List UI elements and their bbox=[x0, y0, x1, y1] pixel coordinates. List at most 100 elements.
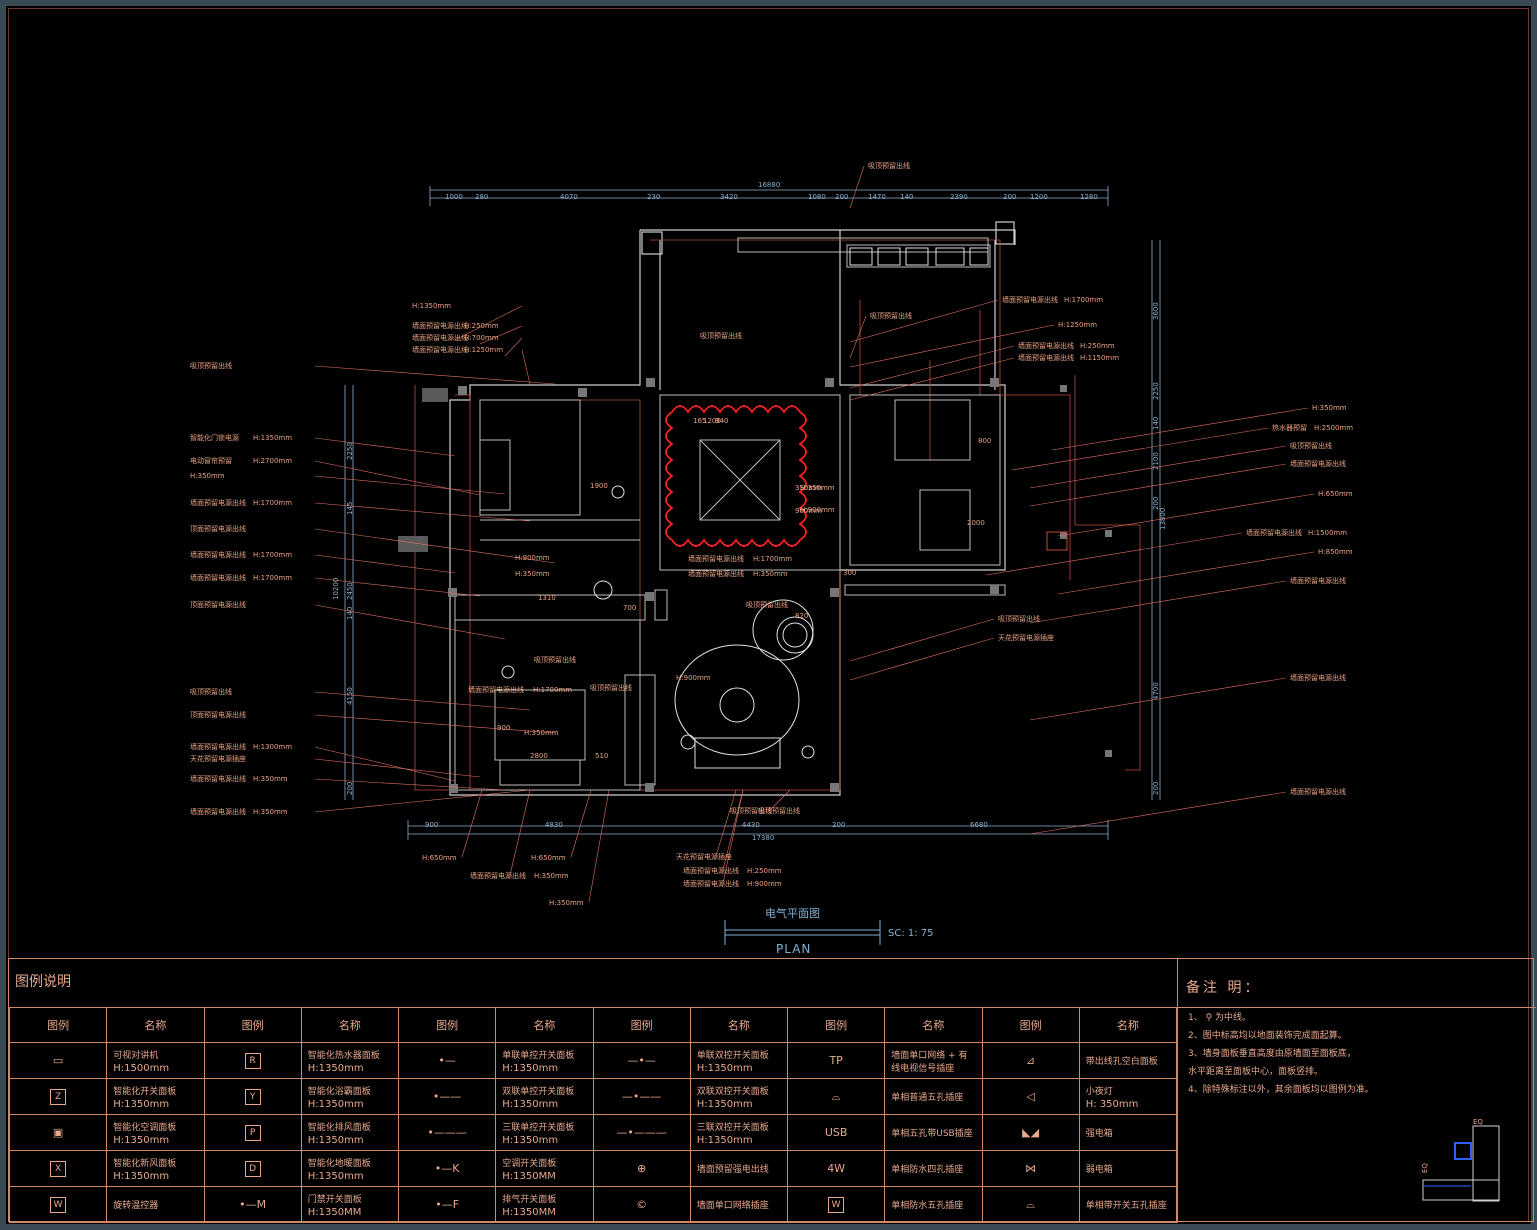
legend-col-symbol: 图例 bbox=[981, 1007, 1080, 1043]
leader-line bbox=[314, 475, 506, 495]
legend-item-name: 小夜灯 bbox=[1085, 1086, 1113, 1097]
legend-item-name: 双联单控开关面板 bbox=[502, 1086, 575, 1097]
interior-dimension: 300 bbox=[843, 569, 856, 577]
legend-name-cell: 单相防水五孔插座 bbox=[884, 1186, 983, 1223]
leader-line bbox=[1011, 427, 1269, 471]
legend-symbol-cell: ⊿ bbox=[981, 1042, 1080, 1079]
marker-label-side: EQ bbox=[1421, 1163, 1429, 1173]
annotation-left-text: 墙面预留电源出线 bbox=[190, 550, 246, 559]
legend-item-name: 智能化空调面板 bbox=[113, 1122, 177, 1133]
annotation-center-height: H:1700mm bbox=[533, 686, 572, 694]
drawing-scale: SC: 1: 75 bbox=[888, 928, 934, 939]
water-heater-panel-icon: R bbox=[244, 1052, 261, 1069]
leader-line bbox=[314, 714, 556, 734]
legend-item-name: 三联双控开关面板 bbox=[696, 1122, 769, 1133]
legend-item-name: 单相防水五孔插座 bbox=[891, 1201, 964, 1211]
annotation-right-text: 墙面预留电源出线 bbox=[1018, 353, 1074, 362]
annotation-left-text: 墙面预留电源出线 bbox=[412, 333, 468, 342]
single-network-outlet-icon: © bbox=[636, 1198, 648, 1211]
legend-symbol-cell: —•—— bbox=[592, 1078, 691, 1115]
single-switch-icon: •— bbox=[438, 1054, 456, 1067]
ac-switch-icon: •—K bbox=[434, 1162, 460, 1175]
annotation-right-height: H:2500mm bbox=[1314, 424, 1353, 432]
annotation-right-text: 热水器预留 bbox=[1272, 423, 1307, 432]
exterior-walls bbox=[449, 221, 1016, 796]
legend-item-name: 弱电箱 bbox=[1085, 1165, 1113, 1175]
annotation-left-height: H:700mm bbox=[464, 334, 499, 342]
leader-line bbox=[722, 789, 744, 871]
note-item: 1、 ⚲ 为中线。 bbox=[1188, 1013, 1252, 1023]
legend-symbol-cell: ⌓ bbox=[786, 1078, 886, 1115]
annotation-left-text: 电动窗帘预留 bbox=[190, 456, 232, 465]
top-dimension-line bbox=[429, 186, 1109, 206]
dim-top-value: 4070 bbox=[560, 193, 578, 201]
annotation-right-text: 吸顶预留出线 bbox=[868, 161, 910, 170]
annotation-bottom-height: H:350mm bbox=[534, 872, 569, 880]
drawing-title-cn: 电气平面图 bbox=[765, 906, 820, 920]
legend-item-height: H:1350MM bbox=[502, 1170, 556, 1182]
kitchen-appliances bbox=[849, 247, 989, 266]
dim-right-value: 4700 bbox=[1152, 682, 1160, 700]
annotation-left-text: 墙面预留电源出线 bbox=[190, 807, 246, 816]
note-item: 3、墙身面板垂直高度由原墙面至面板底， bbox=[1188, 1049, 1356, 1059]
annotation-center-text: H:350mm bbox=[524, 729, 559, 737]
bottom-dimension-line bbox=[407, 820, 1109, 840]
dim-left-value: 140 bbox=[346, 607, 354, 620]
legend-name-cell: 旋转温控器 bbox=[106, 1186, 205, 1223]
annotation-left-text: 墙面预留电源出线 bbox=[412, 321, 468, 330]
legend-item-name: 单相普通五孔插座 bbox=[891, 1093, 964, 1103]
dim-bottom-value: 4430 bbox=[742, 821, 760, 829]
leader-line bbox=[521, 349, 531, 385]
door-card-switch-icon: •—M bbox=[239, 1198, 267, 1211]
annotation-left-text: 顶面预留电源出线 bbox=[190, 524, 246, 533]
leader-line bbox=[1057, 493, 1315, 537]
annotation-left-text: 墙面预留电源出线 bbox=[190, 498, 246, 507]
legend-item-name: 带出线孔空白面板 bbox=[1085, 1057, 1158, 1067]
annotation-right-text: 墙面预留电源出线 bbox=[1002, 295, 1058, 304]
leader-line bbox=[314, 746, 456, 782]
leader-line bbox=[314, 365, 556, 385]
legend-symbol-cell: —•——— bbox=[592, 1114, 691, 1151]
legend-symbol-cell: •— bbox=[397, 1042, 497, 1079]
leader-line bbox=[314, 604, 506, 640]
legend-name-cell: 墙面预留强电出线 bbox=[689, 1150, 789, 1187]
interior-dimension: 940 bbox=[715, 417, 728, 425]
smart-fresh-air-icon: X bbox=[50, 1160, 67, 1177]
dim-right-value: 200 bbox=[1152, 497, 1160, 510]
leader-line bbox=[849, 618, 995, 662]
legend-col-name: 名称 bbox=[495, 1007, 594, 1043]
legend-symbol-cell: ◁ bbox=[981, 1078, 1080, 1115]
night-light-icon: ◁ bbox=[1026, 1090, 1035, 1103]
legend-symbol-cell: ▭ bbox=[8, 1042, 108, 1079]
annotation-right-height: H:1700mm bbox=[1064, 296, 1103, 304]
annotation-bottom-text: 天花预留电源插座 bbox=[676, 852, 732, 861]
annotation-right-text: H:650mm bbox=[1318, 490, 1353, 498]
legend-symbol-cell: 4W bbox=[786, 1150, 886, 1187]
legend-item-height: H: 350mm bbox=[1085, 1098, 1139, 1110]
wall-outlet-icon: ⊕ bbox=[637, 1162, 647, 1175]
notes-panel: 备注 明： 1、 ⚲ 为中线。2、图中标高均以地面装饰完成面起算。3、墙身面板垂… bbox=[1177, 959, 1536, 1223]
annotation-bottom-text: H:650mm bbox=[422, 854, 457, 862]
annotation-left-text: 吸顶预留出线 bbox=[190, 361, 232, 370]
leader-line bbox=[314, 758, 481, 778]
legend-col-name: 名称 bbox=[689, 1007, 789, 1043]
dim-top-value: 140 bbox=[900, 193, 913, 201]
legend-name-cell: 墙面单口网络插座 bbox=[689, 1186, 789, 1223]
dim-right-value: 2100 bbox=[1152, 452, 1160, 470]
legend-symbol-cell: USB bbox=[786, 1114, 886, 1151]
annotation-right-text: 墙面预留电源出线 bbox=[1290, 459, 1346, 468]
structural-columns bbox=[398, 378, 1112, 793]
annotation-left-height: H:1250mm bbox=[464, 346, 503, 354]
